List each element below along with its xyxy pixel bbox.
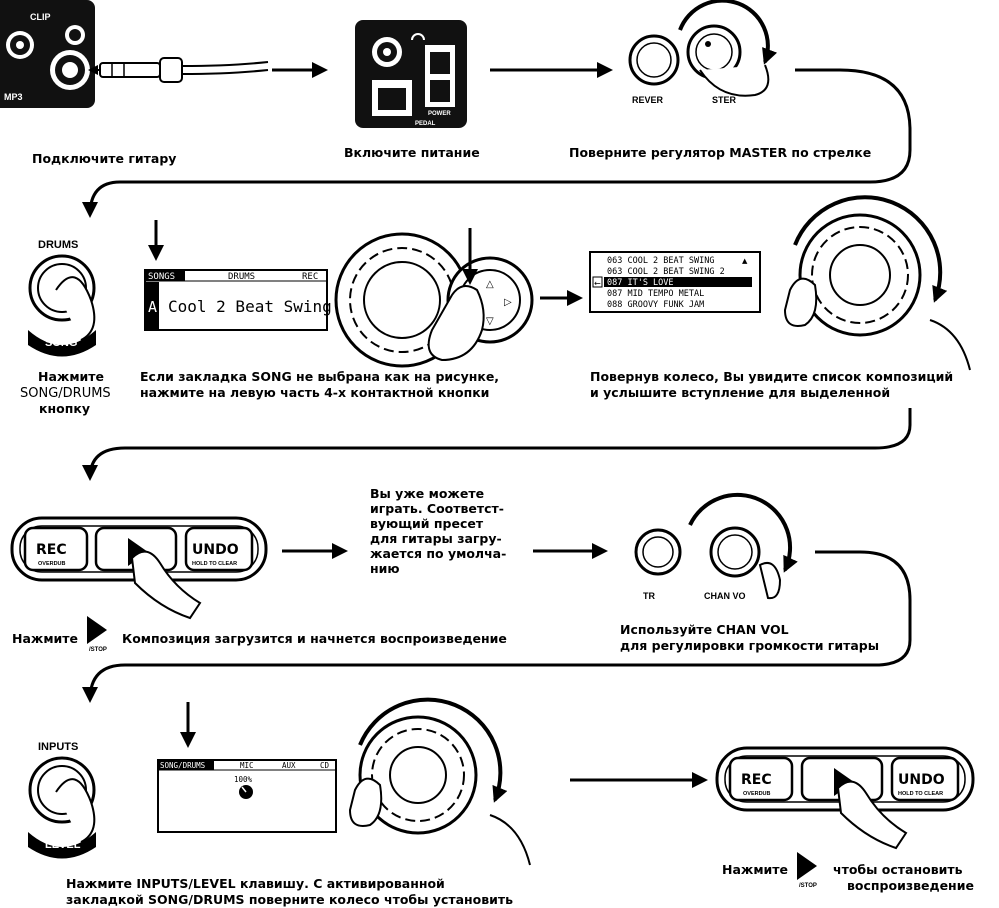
guitar-input-panel: CLIP MP3 — [0, 0, 95, 108]
press-song-caption-1: Нажмите — [38, 369, 104, 384]
svg-text:←: ← — [594, 279, 601, 288]
wheel-rotate-level — [348, 697, 531, 866]
power-panel: POWER PEDAL — [355, 20, 467, 128]
play-note-line: для гитары загру- — [370, 531, 502, 546]
song-list-item: 088 GROOVY FUNK JAM — [607, 300, 704, 310]
song-label: SONG — [45, 337, 77, 349]
level-value: 100% — [234, 775, 253, 784]
stop-caption-1: Нажмите — [722, 862, 788, 877]
stop-icon-label: /STOP — [89, 647, 107, 653]
chan-vol-knob: TR CHAN VO — [634, 492, 798, 601]
svg-text:△: △ — [486, 279, 494, 290]
song-display: SONGS DRUMS REC A Cool 2 Beat Swing — [144, 269, 332, 331]
power-label: POWER — [428, 111, 451, 117]
flow-connector — [82, 550, 912, 703]
play-note-line: играть. Соответст- — [370, 501, 504, 516]
drums-label: DRUMS — [38, 239, 78, 251]
song-list-item: 063 COOL 2 BEAT SWING 2 — [607, 267, 725, 277]
level-label: LEVEL — [45, 839, 81, 851]
song-list-item-selected: 087 IT'S LOVE — [607, 278, 674, 288]
connect-guitar-caption: Подключите гитару — [32, 151, 176, 166]
song-tab-caption-2: нажмите на левую часть 4-х контактной кн… — [140, 385, 489, 400]
play-note-line: Вы уже можете — [370, 486, 484, 501]
song-list-display: ← 063 COOL 2 BEAT SWING 063 COOL 2 BEAT … — [589, 251, 761, 313]
inputs-caption-2: закладкой SONG/DRUMS поверните колесо чт… — [66, 892, 513, 907]
svg-text:▽: ▽ — [486, 316, 494, 327]
undo-button-sublabel: HOLD TO CLEAR — [898, 791, 943, 797]
level-display: SONG/DRUMS MIC AUX CD 100% — [157, 759, 337, 833]
mp3-label: MP3 — [4, 92, 23, 102]
press-play-caption: Нажмите — [12, 631, 78, 646]
song-tab-caption-1: Если закладка SONG не выбрана как на рис… — [140, 369, 499, 384]
master-knob-group: REVER STER — [628, 0, 778, 105]
wheel-caption-1: Повернув колесо, Вы увидите список компо… — [590, 369, 953, 384]
turn-master-caption: Поверните регулятор MASTER по стрелке — [569, 145, 871, 160]
chan-vol-caption-1: Используйте CHAN VOL — [620, 622, 789, 637]
transport-buttons-stop: REC OVERDUB UNDO HOLD TO CLEAR — [715, 746, 975, 850]
wheel-caption-2: и услышите вступление для выделенной — [590, 385, 890, 400]
svg-text:▲: ▲ — [742, 257, 748, 265]
svg-text:▷: ▷ — [504, 297, 512, 308]
play-stop-icon: /STOP — [87, 616, 107, 653]
display-side-letter: A — [148, 298, 157, 316]
master-label: STER — [712, 95, 737, 105]
display-tab-songs: SONGS — [148, 272, 175, 282]
wheel-4way-button: △ ▽ ▷ — [334, 228, 534, 368]
play-note-line: нию — [370, 561, 400, 576]
clip-label: CLIP — [30, 12, 51, 22]
tr-label: TR — [643, 591, 655, 601]
press-song-caption-2: SONG/DRUMS — [20, 386, 111, 401]
rec-button-sublabel: OVERDUB — [743, 791, 771, 797]
stop-caption-2: чтобы остановить — [833, 862, 963, 877]
play-note-line: жается по умолча- — [370, 546, 506, 561]
level-tab-aux: AUX — [282, 761, 296, 770]
chan-vol-caption-2: для регулировки громкости гитары — [620, 638, 879, 653]
wheel-rotate — [783, 195, 971, 371]
play-stop-icon: /STOP — [797, 852, 817, 889]
song-loads-caption: Композиция загрузится и начнется воспрои… — [122, 631, 507, 646]
guitar-cable — [88, 57, 269, 83]
rec-button-label: REC — [741, 772, 772, 788]
inputs-caption-1: Нажмите INPUTS/LEVEL клавишу. С активиро… — [66, 876, 445, 891]
press-song-caption-3: кнопку — [39, 401, 90, 416]
chan-vol-label: CHAN VO — [704, 591, 746, 601]
play-note-text: Вы уже можете играть. Соответст- вующий … — [370, 486, 506, 576]
flow-connector — [82, 68, 912, 218]
power-on-caption: Включите питание — [344, 145, 480, 160]
inputs-label: INPUTS — [38, 741, 78, 753]
display-tab-rec: REC — [302, 272, 318, 282]
transport-buttons: REC OVERDUB UNDO HOLD TO CLEAR — [10, 516, 268, 620]
play-note-line: вующий пресет — [370, 516, 484, 531]
rec-button-label: REC — [36, 542, 67, 558]
reverb-label: REVER — [632, 95, 664, 105]
undo-button-sublabel: HOLD TO CLEAR — [192, 561, 237, 567]
song-drums-button: DRUMS SONG — [28, 239, 96, 357]
level-tab-song-drums: SONG/DRUMS — [160, 761, 206, 770]
pedal-label: PEDAL — [415, 121, 436, 127]
undo-button-label: UNDO — [192, 542, 239, 558]
level-tab-cd: CD — [320, 761, 330, 770]
inputs-level-button: INPUTS LEVEL — [28, 741, 96, 859]
display-song-name: Cool 2 Beat Swing — [168, 297, 332, 316]
stop-icon-label: /STOP — [799, 883, 817, 889]
display-tab-drums: DRUMS — [228, 272, 255, 282]
stop-caption-3: воспроизведение — [847, 878, 974, 893]
song-list-item: 063 COOL 2 BEAT SWING — [607, 256, 714, 266]
song-list-item: 087 MID TEMPO METAL — [607, 289, 704, 299]
flow-connector — [82, 408, 912, 481]
level-tab-mic: MIC — [240, 761, 254, 770]
rec-button-sublabel: OVERDUB — [38, 561, 66, 567]
undo-button-label: UNDO — [898, 772, 945, 788]
